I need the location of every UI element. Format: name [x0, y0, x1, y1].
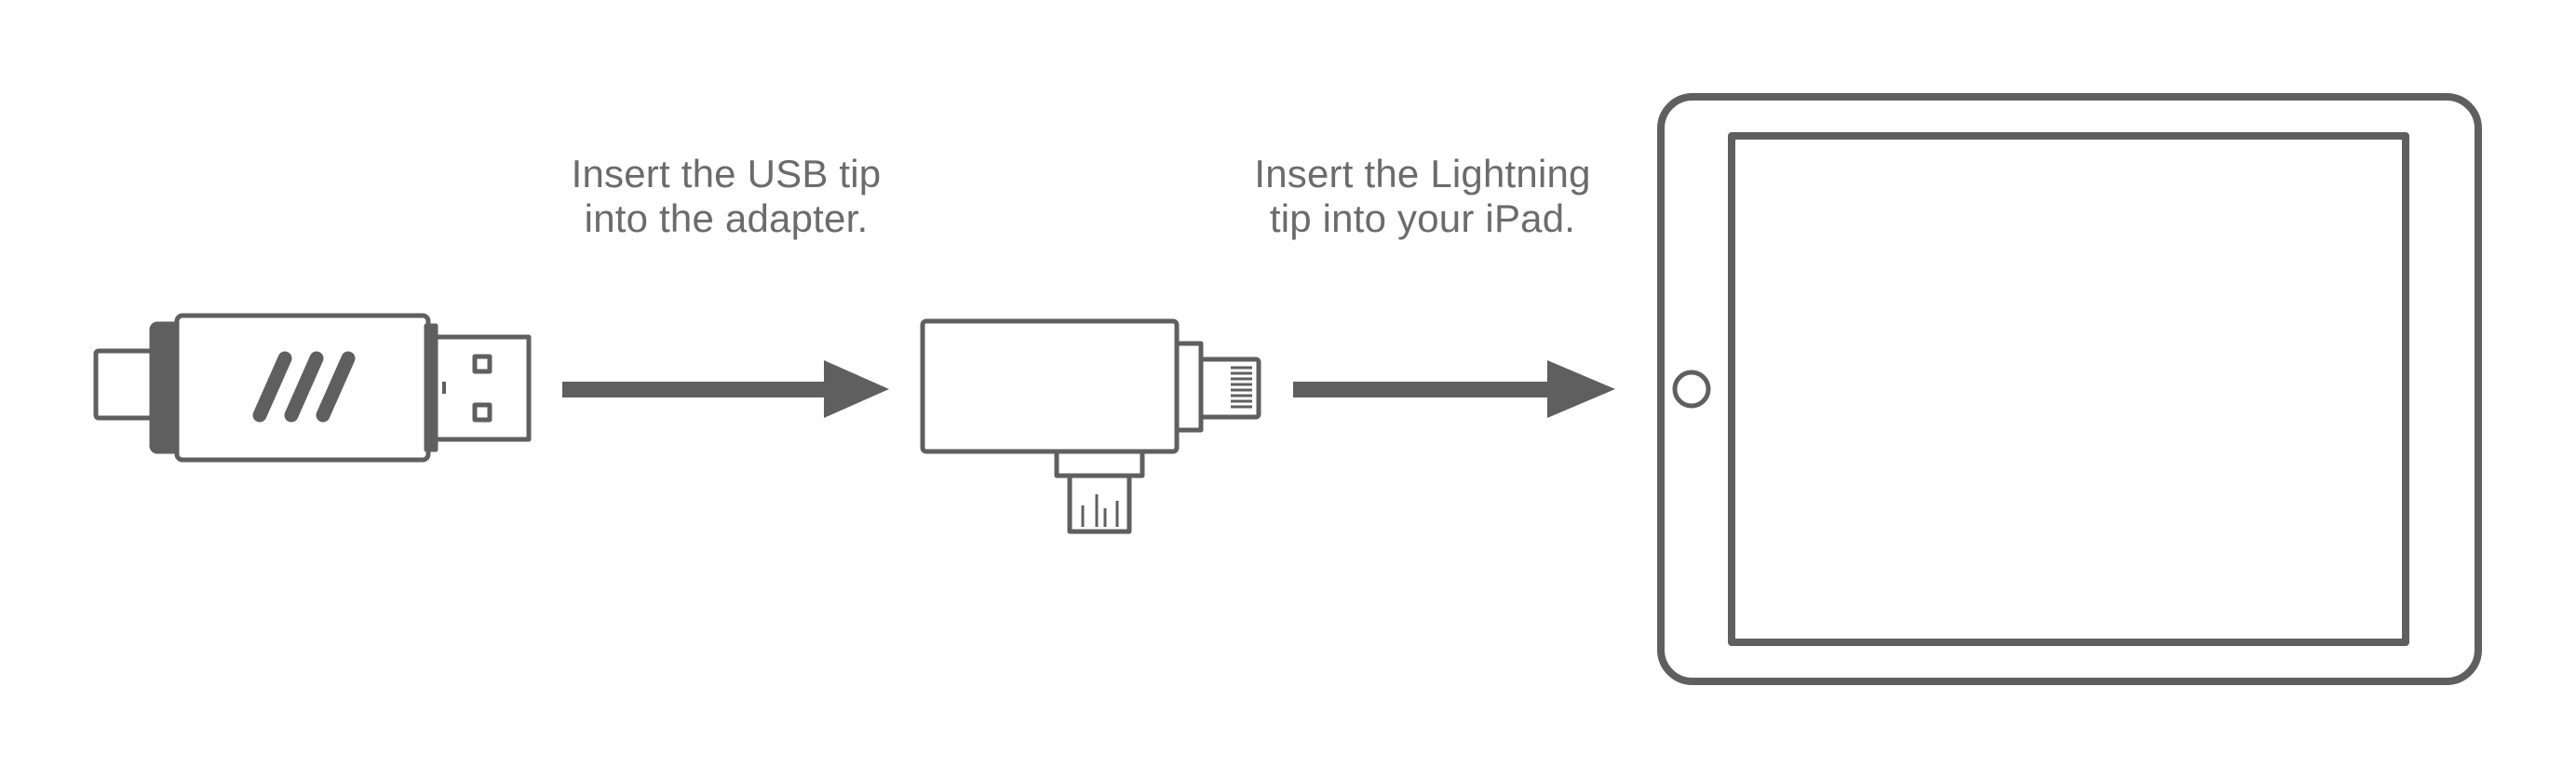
ipad-frame: [1657, 93, 2482, 685]
lightning-pins: [1231, 366, 1252, 409]
ipad-screen: [1728, 132, 2409, 646]
lightning-collar: [1174, 341, 1204, 433]
usb-a-contact-bottom: [472, 402, 492, 423]
usb-a-tip: [433, 334, 532, 442]
arrow-right-icon: [562, 360, 889, 418]
step-2-caption: Insert the Lightning tip into your iPad.: [1185, 152, 1660, 241]
step-2-line-1: Insert the Lightning: [1254, 152, 1591, 195]
lightning-adapter-icon: [920, 318, 1261, 534]
ipad-icon: [1657, 93, 2482, 685]
bottom-connector: [1067, 473, 1132, 534]
usb-c-tip: [93, 348, 155, 421]
brand-slashes-icon: [252, 351, 356, 423]
adapter-body: [920, 318, 1180, 454]
ipad-home-button: [1672, 370, 1711, 409]
step-1-line-2: into the adapter.: [584, 196, 869, 240]
usb-a-contact-top: [472, 354, 492, 374]
arrow-right-icon: [1293, 360, 1615, 418]
step-1-line-1: Insert the USB tip: [571, 152, 882, 195]
bottom-connector-pins: [1081, 494, 1119, 527]
usb-drive-icon: [93, 313, 532, 463]
step-2-line-2: tip into your iPad.: [1269, 196, 1576, 240]
bottom-port-collar: [1054, 449, 1145, 478]
step-1-caption: Insert the USB tip into the adapter.: [503, 152, 950, 241]
